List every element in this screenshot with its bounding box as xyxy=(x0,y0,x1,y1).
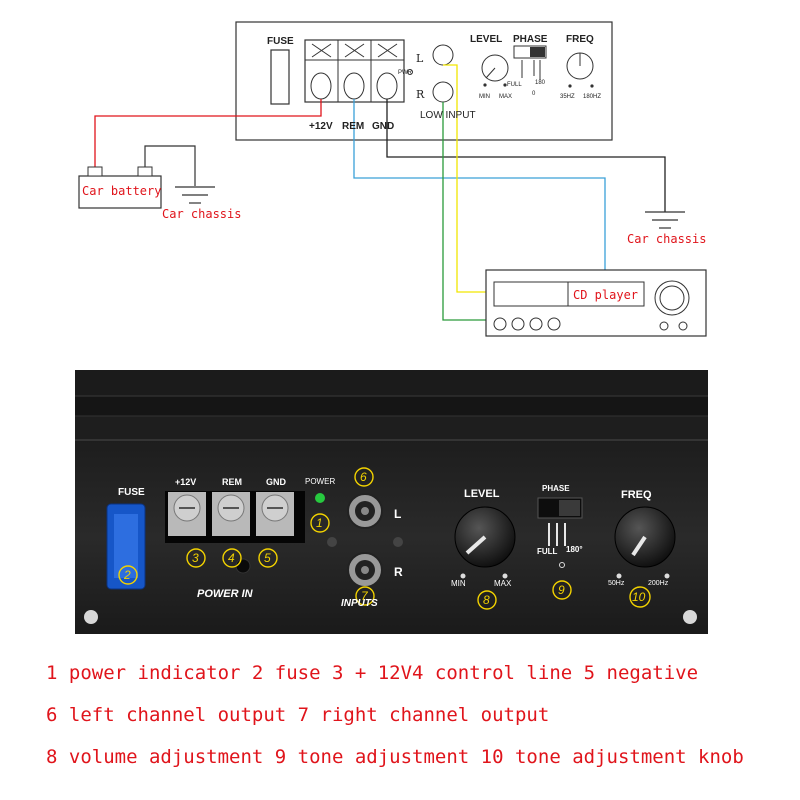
marker-10: 10 xyxy=(632,590,646,604)
amp-panel-outline xyxy=(235,21,613,141)
power-indicator-led xyxy=(315,493,325,503)
marker-1: 1 xyxy=(316,516,323,530)
wiring-diagram xyxy=(78,21,707,337)
terminal-x-marks xyxy=(311,43,398,58)
terminal-12v xyxy=(310,72,332,100)
diag-fuse-label: FUSE xyxy=(267,36,294,47)
photo-fuse-label: FUSE xyxy=(118,487,145,498)
diag-phase-180: 180 xyxy=(535,80,546,86)
marker-5: 5 xyxy=(264,551,271,565)
fuse-slot xyxy=(270,49,290,105)
photo-freq-high: 200Hz xyxy=(648,580,669,587)
pwr-led xyxy=(407,69,413,75)
photo-power-in-label: POWER IN xyxy=(197,588,253,600)
diag-max-label: MAX xyxy=(499,94,513,100)
ground-symbol-left xyxy=(175,186,215,204)
diag-terminal-gnd: GND xyxy=(372,121,395,132)
car-chassis-right-label: Car chassis xyxy=(627,232,707,246)
photo-channel-r: R xyxy=(394,565,403,579)
photo-power-label: POWER xyxy=(305,477,336,486)
terminal-screws xyxy=(168,492,294,536)
screw-under-terminal xyxy=(235,558,251,574)
diag-full-label: FULL xyxy=(507,82,522,88)
remote-wire xyxy=(353,99,606,272)
left-audio-wire xyxy=(443,64,486,293)
terminal-rem xyxy=(343,72,365,100)
diag-pwr-label: PWR xyxy=(398,70,412,76)
diag-level-label: LEVEL xyxy=(470,34,503,45)
ground-wire xyxy=(386,99,666,212)
right-audio-wire xyxy=(442,102,486,321)
cd-player-label: CD player xyxy=(573,288,639,302)
marker-7: 7 xyxy=(361,589,368,603)
ground-symbol-right xyxy=(645,211,685,229)
caption-line-3: 8 volume adjustment 9 tone adjustment 10… xyxy=(46,746,744,768)
photo-terminal-gnd: GND xyxy=(266,477,286,487)
photo-terminal-12v: +12V xyxy=(175,477,197,487)
photo-inputs-label: INPUTS xyxy=(341,598,378,609)
diag-freq-high: 180HZ xyxy=(583,94,602,100)
caption-line-1: 1 power indicator 2 fuse 3 + 12V4 contro… xyxy=(46,662,699,684)
amplifier-photo xyxy=(75,370,708,634)
diag-channel-l: L xyxy=(416,52,424,65)
photo-max-label: MAX xyxy=(494,579,512,588)
photo-min-label: MIN xyxy=(451,579,466,588)
marker-9: 9 xyxy=(558,583,565,597)
photo-level-label: LEVEL xyxy=(464,488,500,500)
photo-phase-180-label: 180° xyxy=(566,545,583,554)
diag-phase-0: 0 xyxy=(532,91,536,97)
photo-freq-label: FREQ xyxy=(621,489,652,501)
marker-3: 3 xyxy=(192,551,199,565)
car-battery-label: Car battery xyxy=(82,184,162,198)
diag-channel-r: R xyxy=(416,88,425,101)
marker-2: 2 xyxy=(124,568,131,582)
rca-right xyxy=(432,81,454,103)
photo-terminal-rem: REM xyxy=(222,477,242,487)
terminal-gnd xyxy=(376,72,398,100)
number-markers xyxy=(118,467,651,610)
car-battery-box xyxy=(78,175,162,209)
marker-4: 4 xyxy=(228,551,235,565)
photo-channel-l: L xyxy=(394,507,402,521)
battery-ground-wire xyxy=(144,145,196,186)
photo-full-label: FULL xyxy=(537,547,558,556)
diag-min-label: MIN xyxy=(479,94,490,100)
diag-low-input-label: LOW INPUT xyxy=(420,110,476,121)
marker-6: 6 xyxy=(360,470,367,484)
diag-terminal-12v: +12V xyxy=(309,121,333,132)
photo-phase-label: PHASE xyxy=(542,484,570,493)
caption-line-2: 6 left channel output 7 right channel ou… xyxy=(46,704,550,726)
diag-phase-label: PHASE xyxy=(513,34,548,45)
diag-freq-low: 35HZ xyxy=(560,94,575,100)
diag-freq-label: FREQ xyxy=(566,34,594,45)
rca-left xyxy=(432,44,454,66)
power-wire xyxy=(94,99,322,176)
photo-freq-low: 50Hz xyxy=(608,580,625,587)
marker-8: 8 xyxy=(483,593,490,607)
diag-terminal-rem: REM xyxy=(342,121,365,132)
car-chassis-left-label: Car chassis xyxy=(162,207,242,221)
